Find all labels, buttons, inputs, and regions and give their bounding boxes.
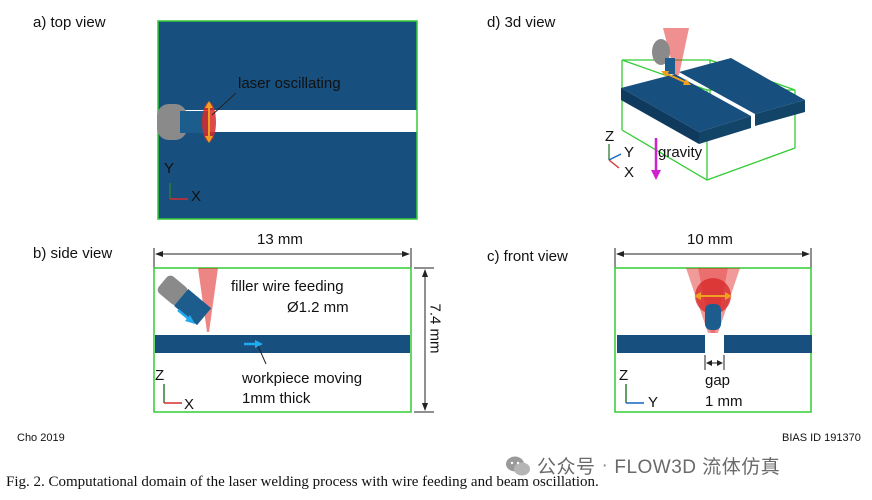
top-view-wire	[180, 111, 208, 133]
3d-view-diagram	[608, 28, 805, 181]
side-view-axis-z: Z	[155, 367, 165, 384]
3d-view-axis-x: X	[624, 164, 635, 181]
side-view-diagram	[153, 248, 434, 413]
3d-view-axis-y: Y	[624, 144, 635, 161]
front-view-axis-y: Y	[648, 394, 659, 411]
side-view-wire	[174, 288, 212, 326]
credit-right: BIAS ID 191370	[782, 432, 861, 444]
front-view-plate-left	[617, 335, 705, 353]
top-view-axis-y: Y	[164, 160, 175, 177]
side-view-laser-beam	[198, 268, 218, 332]
side-view-wire-label-1: filler wire feeding	[231, 278, 344, 295]
wechat-icon	[506, 456, 530, 475]
side-view-workpiece-label-2: 1mm thick	[242, 390, 311, 407]
figure-caption: Fig. 2. Computational domain of the lase…	[6, 474, 599, 490]
top-view-leader	[211, 92, 237, 116]
top-view-nozzle	[157, 104, 187, 140]
3d-view-oscillation-arrow	[664, 72, 688, 84]
watermark: 公众号 · FLOW3D 流体仿真	[505, 452, 780, 479]
side-view-width-label: 13 mm	[257, 231, 303, 248]
side-view-workpiece-label-1: workpiece moving	[242, 370, 363, 387]
top-view-annotation: laser oscillating	[238, 75, 341, 92]
side-view-title: b) side view	[33, 245, 113, 262]
3d-view-laser-beam	[663, 28, 689, 75]
3d-view-plate-left	[621, 74, 751, 132]
watermark-dot: ·	[601, 454, 609, 476]
front-view-diagram	[614, 248, 812, 413]
top-view-workpiece-upper	[158, 21, 417, 110]
watermark-left: 公众号	[537, 457, 596, 478]
front-view-plate-right	[724, 335, 812, 353]
side-view-domain-box	[153, 267, 412, 413]
3d-view-title: d) 3d view	[487, 14, 556, 31]
top-view-axis-x: X	[191, 188, 202, 205]
side-view-axis-x: X	[184, 396, 195, 413]
watermark-right: FLOW3D 流体仿真	[614, 457, 781, 478]
top-view-workpiece-lower	[158, 132, 417, 219]
3d-view-gravity-label: gravity	[658, 144, 703, 161]
side-view-height-label: 7.4 mm	[426, 303, 444, 354]
top-view-diagram	[157, 20, 418, 220]
front-view-gap-label-1: gap	[705, 372, 731, 389]
3d-view-axis-z: Z	[605, 128, 615, 145]
front-view-gap-label-2: 1 mm	[705, 393, 743, 410]
front-view-width-label: 10 mm	[687, 231, 733, 248]
credit-left: Cho 2019	[17, 432, 65, 444]
top-view-title: a) top view	[33, 14, 106, 31]
side-view-workpiece	[155, 335, 410, 353]
front-view-title: c) front view	[487, 248, 568, 265]
side-view-nozzle	[157, 275, 188, 306]
3d-view-plate-right	[679, 58, 805, 114]
front-view-axis-z: Z	[619, 367, 629, 384]
side-view-wire-label-2: Ø1.2 mm	[287, 299, 349, 316]
